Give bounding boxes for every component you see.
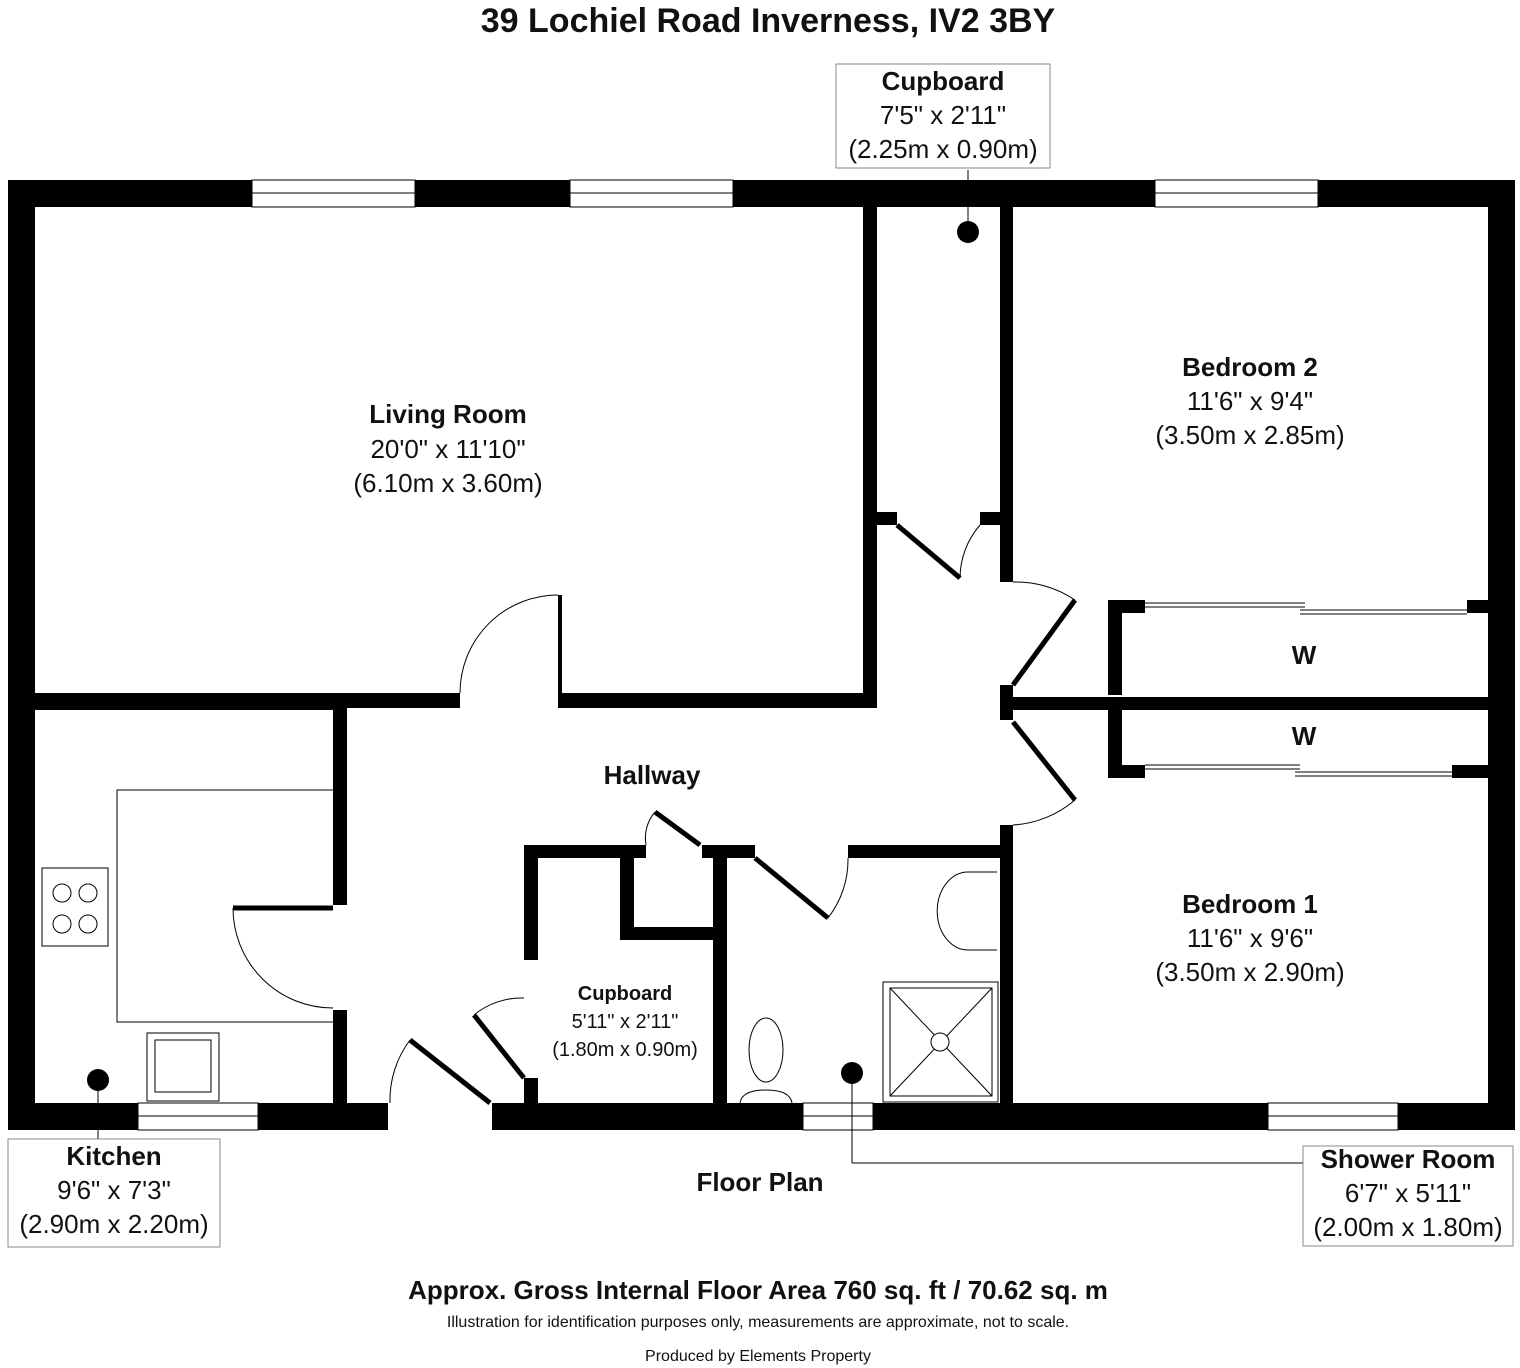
area-summary: Approx. Gross Internal Floor Area 760 sq… [408, 1275, 1108, 1305]
shower-room-metric: (2.00m x 1.80m) [1313, 1212, 1502, 1242]
windows [137, 179, 1399, 1131]
toilet-icon [748, 1017, 784, 1083]
shower-tray-icon [882, 981, 999, 1103]
cupboard-low-metric: (1.80m x 0.90m) [552, 1039, 698, 1061]
cupboard-low-name: Cupboard [578, 983, 672, 1005]
label-boxes [7, 63, 1514, 1248]
living-room-name: Living Room [369, 399, 526, 429]
bedroom1-imperial: 11'6" x 9'6" [1187, 923, 1313, 953]
living-room-imperial: 20'0" x 11'10" [370, 434, 525, 464]
sink-icon [146, 1032, 220, 1102]
hallway-name: Hallway [604, 760, 701, 790]
floor-label: Floor Plan [696, 1167, 823, 1197]
bedroom1-name: Bedroom 1 [1182, 889, 1318, 919]
shower-room-imperial: 6'7" x 5'11" [1345, 1178, 1471, 1208]
bedroom2-name: Bedroom 2 [1182, 352, 1318, 382]
kitchen-metric: (2.90m x 2.20m) [19, 1209, 208, 1239]
bedroom1-metric: (3.50m x 2.90m) [1155, 957, 1344, 987]
room-labels: Living Room 20'0" x 11'10" (6.10m x 3.60… [19, 66, 1502, 1242]
living-room-metric: (6.10m x 3.60m) [353, 468, 542, 498]
wardrobe-label: W [1292, 640, 1317, 670]
cupboard-top-imperial: 7'5" x 2'11" [880, 100, 1006, 130]
marker-dot-icon [87, 1069, 109, 1091]
cupboard-low-imperial: 5'11" x 2'11" [572, 1011, 679, 1033]
cupboard-top-metric: (2.25m x 0.90m) [848, 134, 1037, 164]
disclaimer: Illustration for identification purposes… [447, 1314, 1069, 1331]
hob-icon [41, 867, 109, 947]
basin-icon [936, 871, 997, 951]
shower-room-name: Shower Room [1321, 1144, 1496, 1174]
kitchen-name: Kitchen [66, 1141, 161, 1171]
doors [232, 523, 1078, 1105]
producer-credit: Produced by Elements Property [645, 1348, 871, 1365]
kitchen-counter [116, 789, 333, 1023]
fixtures [41, 170, 1467, 1164]
bedroom2-imperial: 11'6" x 9'4" [1187, 386, 1313, 416]
kitchen-imperial: 9'6" x 7'3" [57, 1175, 171, 1205]
marker-dot-icon [957, 221, 979, 243]
marker-dot-icon [841, 1062, 863, 1084]
bedroom2-metric: (3.50m x 2.85m) [1155, 420, 1344, 450]
plan-title: 39 Lochiel Road Inverness, IV2 3BY [481, 2, 1056, 40]
walls [8, 180, 1515, 1130]
wardrobe-label: W [1292, 721, 1317, 751]
cupboard-top-name: Cupboard [882, 66, 1005, 96]
